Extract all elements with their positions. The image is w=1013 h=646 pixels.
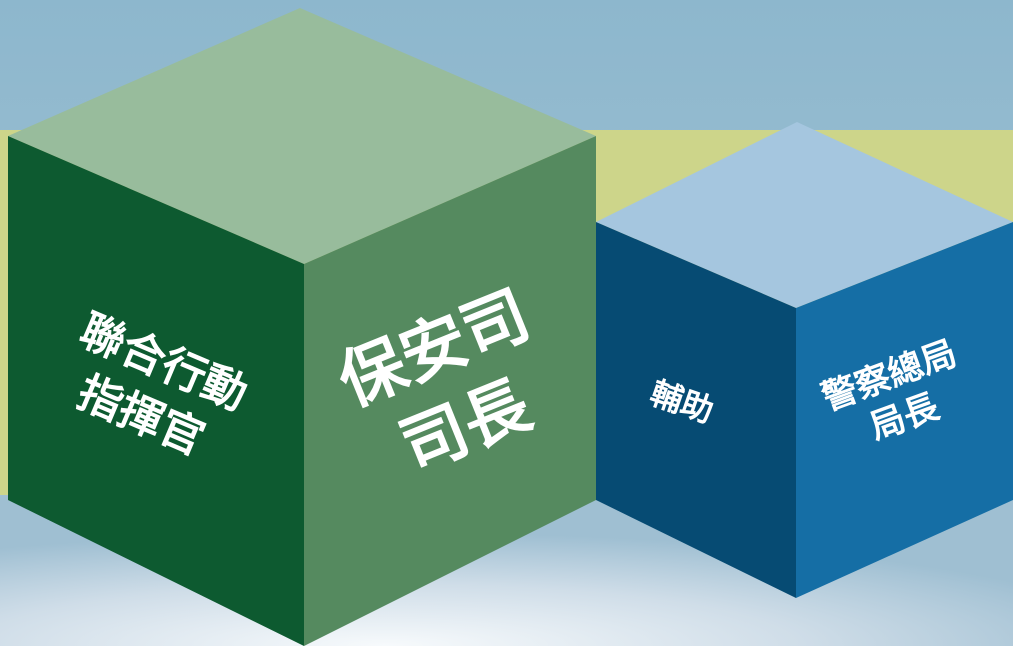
green-cube-top-face: [8, 8, 596, 264]
green-cube-left-face: [8, 136, 304, 646]
blue-cube-right-face: [796, 222, 1013, 598]
blue-cube-left-face: [596, 222, 796, 598]
blue-cube-top-face: [596, 122, 1013, 308]
green-cube-right-face: [304, 136, 596, 646]
